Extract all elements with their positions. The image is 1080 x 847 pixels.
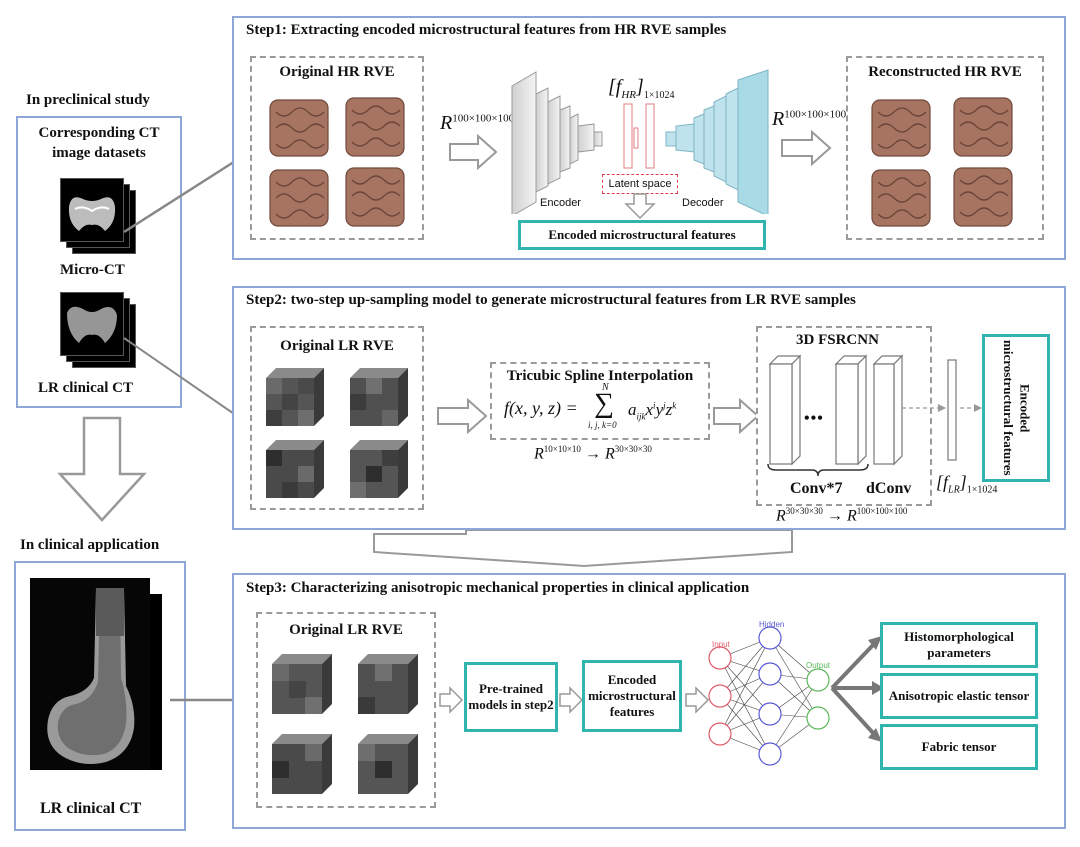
step3-arrow-1 [439,686,464,714]
step3-encoded-features: Encoded microstructural features [582,660,682,732]
formula-sum-top: N [602,382,609,393]
pretrained-models-box: Pre-trained models in step2 [464,662,558,732]
conv-brace [767,463,869,477]
lr-rve-cubes-step2 [266,368,408,498]
micro-ct-slice-1 [60,178,124,242]
conv-label: Conv*7 [790,480,843,497]
step3-original-label: Original LR RVE [289,622,403,638]
interpolation-title: Tricubic Spline Interpolation [506,368,694,384]
step1-reconstructed-label: Reconstructed HR RVE [868,64,1022,80]
nn-output-label: Output [806,661,831,670]
step1-right-arrow-1 [449,134,498,170]
autoencoder-diagram [511,69,769,214]
interpolation-box [490,362,710,440]
down-arrow-icon [57,416,147,522]
hr-rve-samples [269,97,405,227]
step1-title: Step1: Extracting encoded microstructura… [246,22,727,38]
nn-hidden-label: Hidden [759,620,785,629]
step1-encoded-features: Encoded microstructural features [518,220,766,250]
step3-arrow-3 [685,686,710,714]
lr-ct-label: LR clinical CT [38,380,134,396]
lr-rve-cubes-step3 [272,654,418,794]
output-histomorphological: Histomorphological parameters [880,622,1038,668]
step3-title: Step3: Characterizing anisotropic mechan… [246,580,750,596]
step1-input-dim: R100×100×100 [440,112,515,134]
step1-right-arrow-2 [781,130,832,166]
dataset-title: Corresponding CT image datasets [38,125,160,161]
fsrcnn-dots: ••• [804,410,824,427]
clinical-ct-slice-1 [30,578,150,770]
decoder-label: Decoder [682,197,724,209]
step1-original-label: Original HR RVE [279,64,395,80]
fsrcnn-layers [768,354,982,466]
clinical-ct-label: LR clinical CT [40,800,142,817]
micro-ct-femur-image [68,197,116,231]
output-elastic-tensor: Anisotropic elastic tensor [880,673,1038,719]
formula-sum-bottom: i, j, k=0 [588,420,617,430]
nn-input-label: Input [712,640,730,649]
micro-ct-label: Micro-CT [60,262,125,278]
lr-ct-femur-image [67,306,117,343]
interpolation-formula-lhs: f(x, y, z) = [504,398,578,418]
fsrcnn-title: 3D FSRCNN [796,332,879,348]
latent-vector-label: [fHR]1×1024 [608,76,675,101]
latent-down-arrow-icon [624,193,656,220]
encoder-label: Encoder [540,197,581,209]
formula-sum-sign: ∑ [594,388,614,419]
step3-arrow-2 [559,686,584,714]
step1-output-dim: R100×100×100 [772,108,847,130]
step2-title: Step2: two-step up-sampling model to gen… [246,292,856,308]
flr-label: [fLR]1×1024 [936,472,998,496]
latent-space-box: Latent space [602,174,678,194]
step2-encoded-features: Encoded microstructural features [982,334,1050,482]
interpolation-formula-rhs: aijkxiyjzk [628,400,677,422]
step2-original-label: Original LR RVE [280,338,394,354]
reconstructed-hr-rve-samples [871,97,1013,227]
step2-encoded-features-text: Encoded microstructural features [1001,340,1033,476]
clinical-femur-image [30,578,150,770]
mapping2: R30×30×30 → R100×100×100 [776,506,908,525]
output-fabric-tensor: Fabric tensor [880,724,1038,770]
step2-right-arrow-1 [437,398,488,434]
preclinical-title: In preclinical study [26,92,150,108]
mapping1: R10×10×10 → R30×30×30 [534,444,652,463]
output-arrows [830,636,884,742]
dconv-label: dConv [866,480,912,497]
step2-right-arrow-2 [713,398,760,434]
clinical-title: In clinical application [20,537,160,553]
neural-network-diagram [708,626,830,766]
lr-ct-slice-1 [60,292,124,356]
